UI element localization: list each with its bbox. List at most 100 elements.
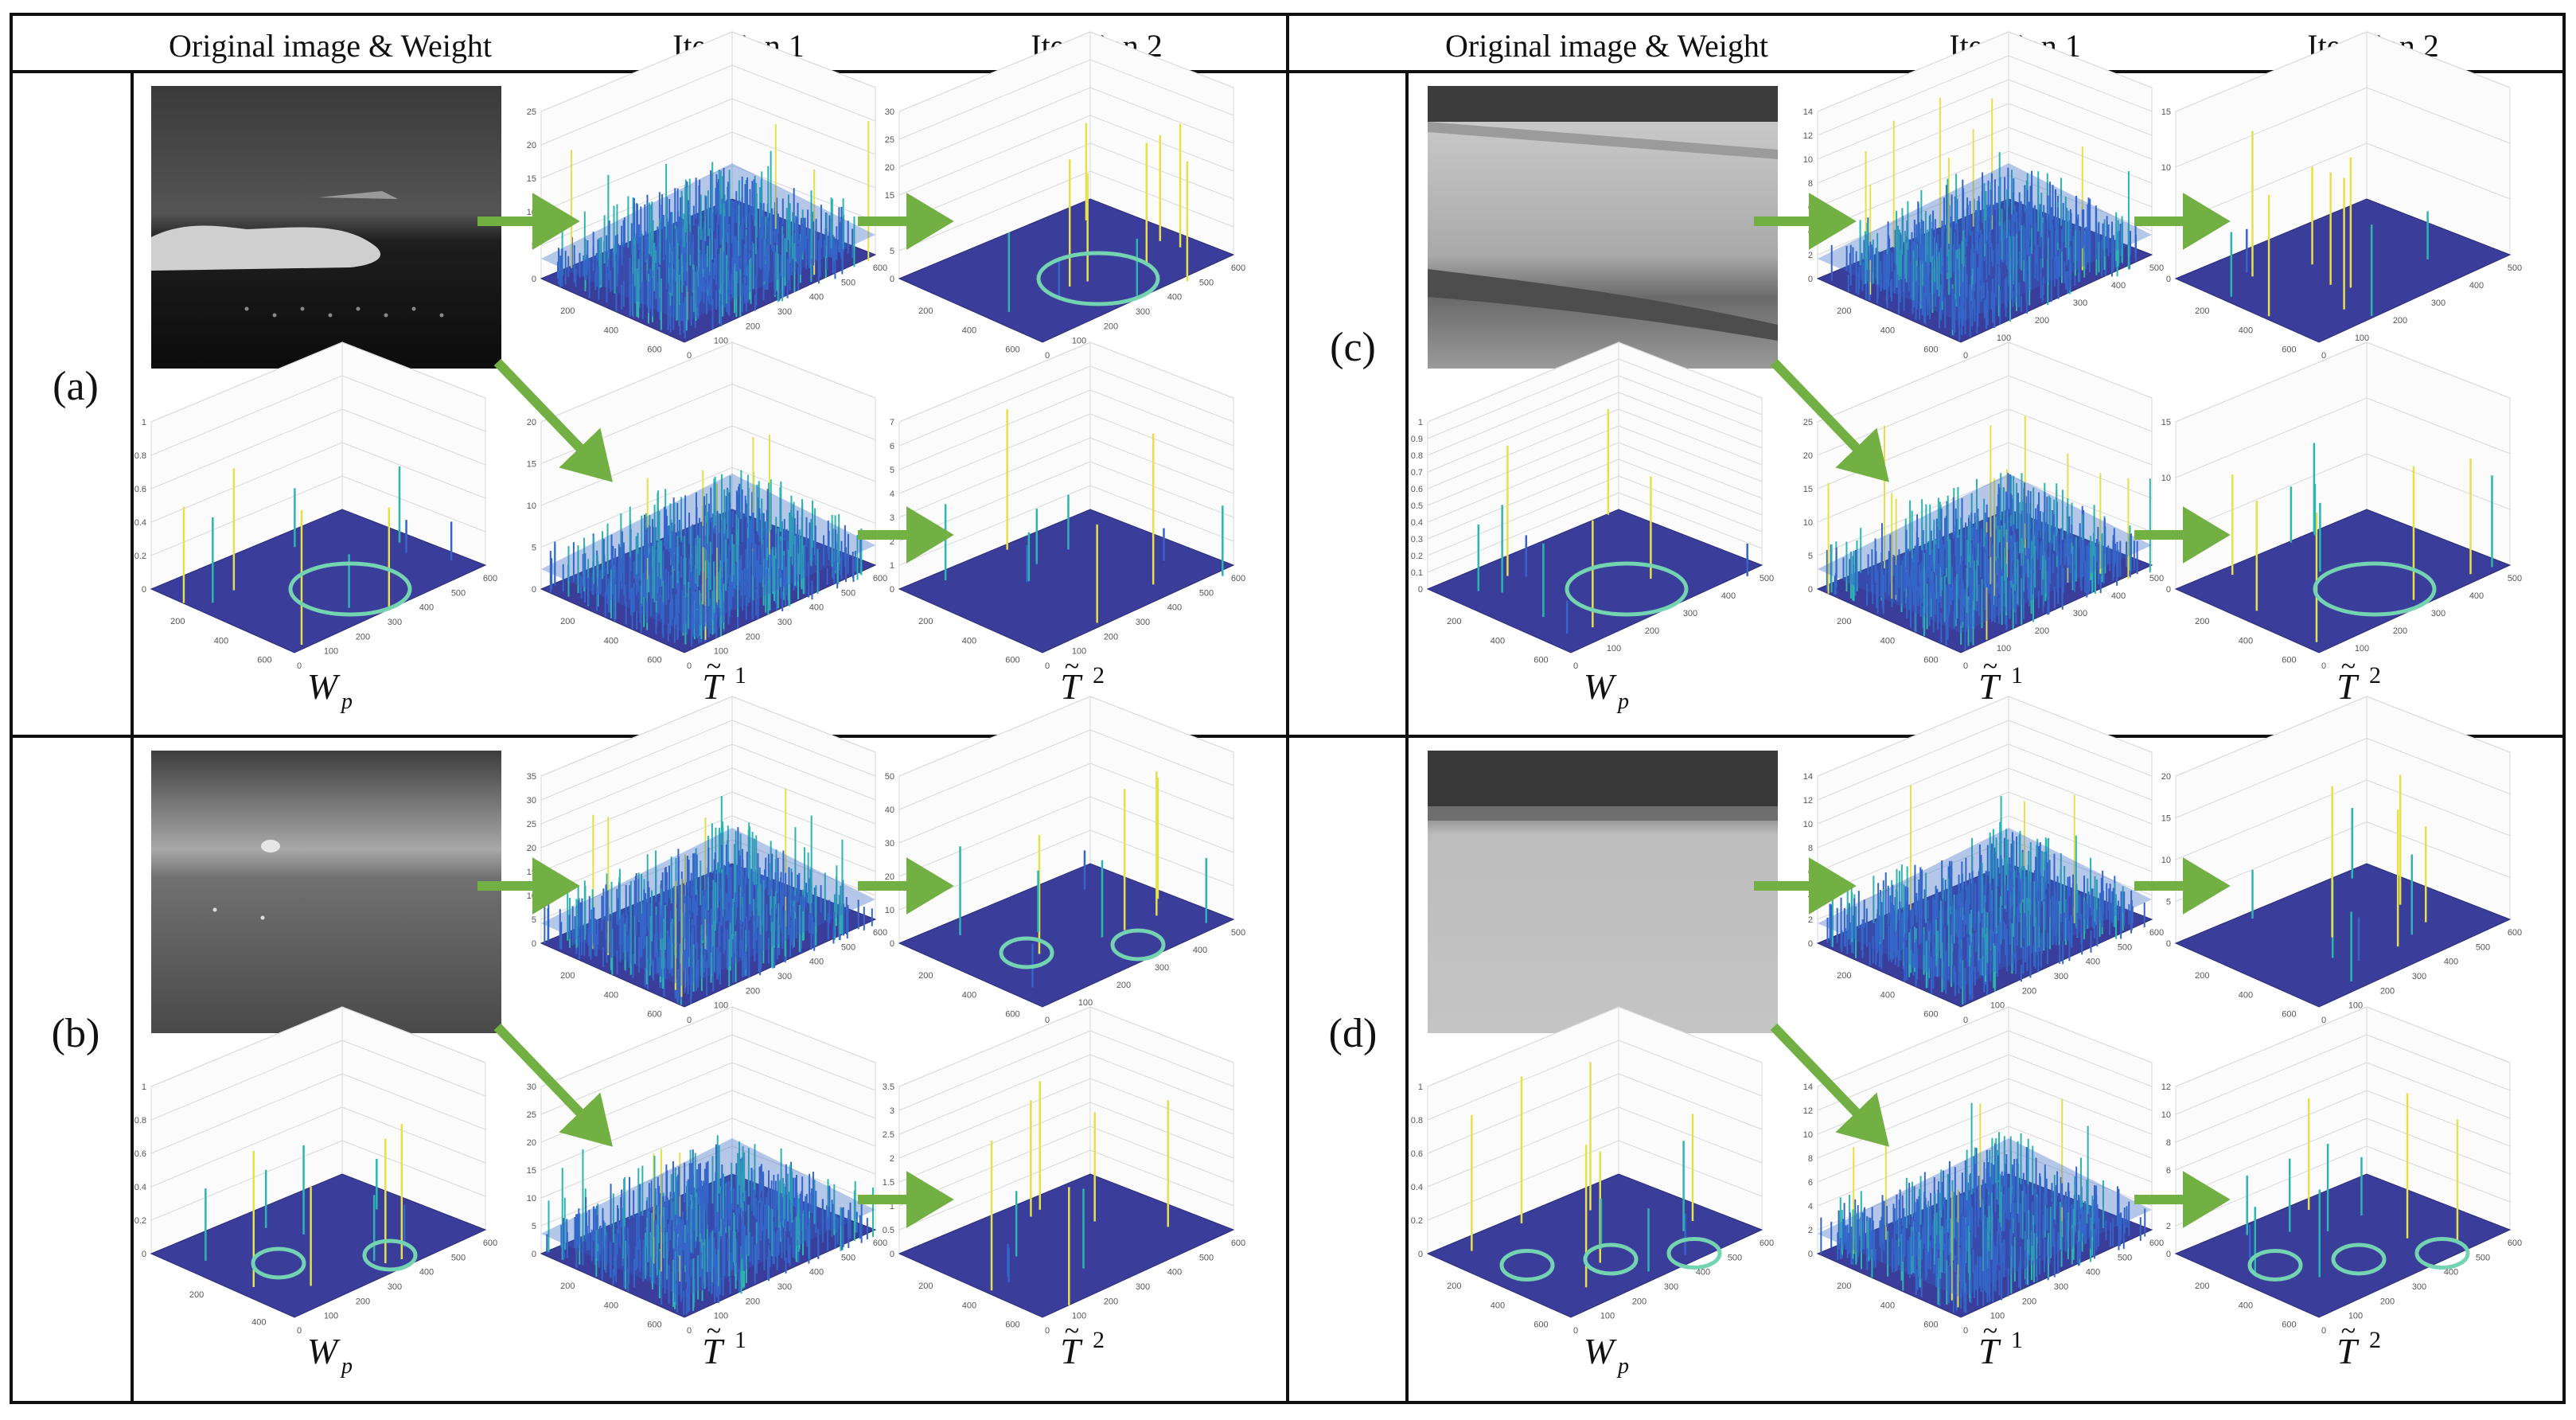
x-tick-label: 600 bbox=[873, 574, 887, 583]
z-tick-label: 0.4 bbox=[134, 1183, 146, 1192]
header-original-label: Original image & Weight bbox=[169, 28, 492, 64]
plot-gridline bbox=[1089, 729, 1234, 786]
plot-gridline bbox=[731, 98, 876, 155]
z-tick-label: 0 bbox=[1808, 275, 1813, 284]
y-tick-label: 600 bbox=[647, 345, 661, 355]
flow-arrow bbox=[493, 358, 613, 482]
plot-gridline bbox=[1427, 392, 1619, 473]
y-tick-label: 400 bbox=[2239, 990, 2253, 1000]
plot-gridline bbox=[2008, 696, 2153, 753]
plot-gridline bbox=[898, 341, 1091, 423]
z-tick-label: 8 bbox=[1808, 1154, 1813, 1164]
plot-gridline bbox=[898, 59, 1091, 140]
plot-Wp: 00.10.20.30.40.50.60.70.80.9101002003004… bbox=[1411, 341, 1774, 714]
x-tick-label: 200 bbox=[746, 632, 760, 642]
x-tick-label: 400 bbox=[2086, 958, 2100, 967]
plot-gridline bbox=[1618, 1106, 1763, 1164]
x-tick-label: 600 bbox=[873, 928, 887, 938]
plot-gridline bbox=[1089, 485, 1234, 542]
z-tick-label: 15 bbox=[2161, 107, 2171, 117]
x-tick-label: 100 bbox=[1997, 644, 2011, 653]
plot-gridline bbox=[2008, 1078, 2153, 1135]
plot-gridline bbox=[2008, 791, 2153, 848]
y-tick-label: 200 bbox=[170, 617, 185, 626]
z-tick-label: 20 bbox=[527, 141, 536, 150]
y-tick-label: 600 bbox=[647, 1321, 661, 1330]
x-tick-label: 500 bbox=[1199, 1253, 1214, 1262]
x-tick-label: 0 bbox=[1045, 1016, 1050, 1025]
z-tick-label: 2 bbox=[890, 537, 894, 547]
plot-gridline bbox=[1089, 142, 1234, 200]
plot-gridline bbox=[1089, 1030, 1234, 1087]
z-tick-label: 0 bbox=[890, 585, 894, 595]
y-tick-label: 200 bbox=[560, 971, 575, 981]
surface-mass bbox=[1818, 163, 2152, 322]
plot-gridline bbox=[2175, 87, 2368, 168]
plot-gridline bbox=[540, 1145, 733, 1227]
x-tick-label: 500 bbox=[841, 588, 855, 598]
panel-d: (d)0246810121401002003004005006002004006… bbox=[1329, 696, 2522, 1379]
plot-gridline bbox=[731, 1034, 876, 1091]
x-tick-label: 300 bbox=[388, 618, 402, 627]
plot-T1: 024681012140100200300400500200400600T1 bbox=[1803, 31, 2164, 396]
x-tick-label: 100 bbox=[1072, 647, 1086, 657]
plot-gridline bbox=[731, 1118, 876, 1175]
x-tick-label: 400 bbox=[1167, 603, 1182, 613]
plot-gridline bbox=[1089, 31, 1234, 88]
z-tick-label: 0.8 bbox=[1411, 451, 1423, 461]
x-tick-label: 100 bbox=[714, 337, 728, 346]
plot-gridline bbox=[341, 408, 486, 466]
z-tick-label: 0 bbox=[890, 939, 894, 949]
x-tick-label: 0 bbox=[1045, 1326, 1050, 1336]
panel-tag: (b) bbox=[52, 1011, 100, 1056]
plot-gridline bbox=[2008, 767, 2153, 825]
plot-Wp: 00.20.40.60.810100200300400500600200400W… bbox=[134, 1006, 497, 1379]
plot-gridline bbox=[1618, 1073, 1763, 1130]
x-tick-label: 200 bbox=[1104, 322, 1118, 331]
plot-gridline bbox=[1427, 408, 1619, 490]
plot-Tt1: 0510152025300100200300400500600200400600… bbox=[527, 1006, 887, 1371]
target-dot bbox=[300, 306, 305, 311]
plot-gridline bbox=[1089, 829, 1234, 887]
z-tick-label: 50 bbox=[885, 772, 894, 782]
plot-gridline bbox=[2175, 696, 2368, 777]
z-tick-label: 14 bbox=[1803, 1083, 1813, 1092]
plot-Tt2: 0510150100200300400500200400600T~2 bbox=[2161, 341, 2522, 707]
z-tick-label: 0.1 bbox=[1411, 568, 1423, 578]
z-tick-label: 5 bbox=[890, 247, 894, 256]
x-tick-label: 100 bbox=[714, 1001, 728, 1011]
surface-mass bbox=[1818, 474, 2152, 633]
z-tick-label: 14 bbox=[1803, 772, 1813, 782]
plot-gridline bbox=[1089, 413, 1234, 470]
z-tick-label: 10 bbox=[527, 1194, 536, 1203]
z-tick-label: 1 bbox=[1418, 418, 1423, 427]
z-tick-label: 12 bbox=[1803, 131, 1813, 141]
plot-gridline bbox=[1618, 492, 1763, 549]
x-tick-label: 200 bbox=[746, 322, 760, 331]
plot-Wp: 00.20.40.60.8101002003004005006002004006… bbox=[1411, 1006, 1774, 1379]
plot-gridline bbox=[540, 1006, 733, 1087]
target-highlight-circle bbox=[2313, 561, 2437, 617]
plot-gridline bbox=[1817, 767, 2009, 848]
x-tick-label: 0 bbox=[1045, 351, 1050, 361]
horizon-band bbox=[1428, 806, 1778, 821]
plot-gridline bbox=[1618, 392, 1763, 449]
y-tick-label: 200 bbox=[2195, 971, 2209, 981]
x-tick-label: 0 bbox=[297, 1326, 302, 1336]
symbol-superscript: 1 bbox=[2011, 662, 2023, 689]
z-tick-label: 0 bbox=[532, 1250, 536, 1259]
z-tick-label: 1 bbox=[890, 561, 894, 571]
plot-gridline bbox=[540, 1090, 733, 1171]
target-highlight-circle bbox=[999, 936, 1054, 969]
x-tick-label: 200 bbox=[1104, 632, 1118, 642]
plot-gridline bbox=[2366, 779, 2511, 837]
x-tick-label: 500 bbox=[2476, 942, 2490, 952]
z-tick-label: 8 bbox=[1808, 179, 1813, 189]
x-tick-label: 300 bbox=[777, 972, 792, 981]
z-tick-label: 5 bbox=[532, 1222, 536, 1231]
symbol-tilde: ~ bbox=[1065, 1317, 1079, 1346]
plot-gridline bbox=[731, 1145, 876, 1203]
x-tick-label: 200 bbox=[356, 632, 370, 642]
z-tick-label: 10 bbox=[2161, 856, 2171, 865]
